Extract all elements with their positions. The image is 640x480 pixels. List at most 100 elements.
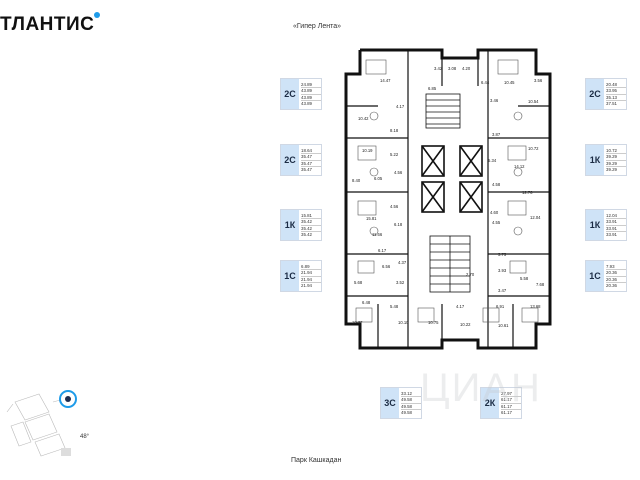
- room-area: 10.75: [428, 320, 439, 325]
- unit-area: 33.91: [606, 219, 626, 226]
- unit-type: 3С: [381, 388, 399, 418]
- unit-type: 1К: [281, 210, 299, 240]
- unit-area: 33.12: [401, 391, 421, 398]
- unit-area: 20.36: [606, 270, 626, 277]
- site-minimap: [6, 393, 76, 457]
- room-area: 3.75: [498, 252, 507, 257]
- room-area: 3.08: [448, 66, 457, 71]
- room-area: 3.87: [492, 132, 501, 137]
- unit-type: 2С: [281, 145, 299, 175]
- room-area: 4.58: [492, 182, 501, 187]
- unit-area: 20.36: [606, 282, 617, 288]
- unit-area: 20.48: [606, 82, 626, 89]
- unit-area: 21.94: [301, 282, 312, 288]
- unit-area: 10.72: [606, 148, 626, 155]
- room-area: 6.05: [374, 176, 383, 181]
- unit-area: 37.51: [606, 100, 617, 106]
- room-area: 10.22: [460, 322, 471, 327]
- room-area: 10.61: [498, 323, 509, 328]
- room-area: 3.93: [498, 268, 507, 273]
- unit-area: 35.13: [606, 95, 626, 101]
- room-area: 3.47: [498, 288, 507, 293]
- room-area: 13.68: [530, 304, 541, 309]
- room-area: 2.70: [466, 272, 475, 277]
- unit-area: 43.89: [301, 88, 321, 95]
- room-area: 6.17: [378, 248, 387, 253]
- unit-area: 21.94: [301, 270, 321, 277]
- unit-type: 1С: [586, 261, 604, 291]
- room-area: 5.34: [488, 158, 497, 163]
- compass-icon[interactable]: [58, 389, 78, 409]
- unit-area: 49.58: [401, 404, 421, 410]
- room-area: 6.44: [481, 80, 490, 85]
- room-area: 10.72: [528, 146, 539, 151]
- room-area: 5.58: [520, 276, 529, 281]
- room-area: 4.17: [456, 304, 465, 309]
- room-area: 4.37: [398, 260, 407, 265]
- unit-area: 35.47: [301, 154, 321, 161]
- room-area: 10.54: [528, 99, 539, 104]
- unit-area: 33.95: [606, 88, 626, 95]
- room-area: 10.37: [352, 320, 363, 325]
- unit-area: 35.47: [301, 166, 312, 172]
- unit-area: 39.29: [606, 154, 626, 161]
- room-area: 12.76: [522, 190, 533, 195]
- top-street-caption: «Гипер Лента»: [293, 23, 341, 30]
- unit-area: 15.81: [301, 213, 321, 220]
- unit-area: 18.64: [301, 148, 321, 155]
- unit-area: 7.93: [606, 264, 626, 271]
- outer-walls: [344, 48, 552, 350]
- unit-area: 24.89: [301, 82, 321, 89]
- unit-area: 49.58: [401, 397, 421, 404]
- unit-area: 20.36: [606, 277, 626, 283]
- room-area: 6.85: [428, 86, 437, 91]
- unit-area: 12.04: [606, 213, 626, 220]
- unit-area: 21.94: [301, 277, 321, 283]
- unit-area: 6.89: [301, 264, 321, 271]
- unit-area: 35.42: [301, 226, 321, 232]
- room-area: 3.52: [396, 280, 405, 285]
- room-area: 5.68: [354, 280, 363, 285]
- room-area: 3.56: [534, 78, 543, 83]
- room-area: 10.19: [362, 148, 373, 153]
- room-area: 11.66: [372, 232, 383, 237]
- bottom-park-caption: Парк Кашкадан: [291, 457, 342, 464]
- room-area: 3.46: [490, 98, 499, 103]
- unit-area: 35.42: [301, 219, 321, 226]
- unit-type: 1С: [281, 261, 299, 291]
- unit-area: 39.29: [606, 166, 617, 172]
- unit-area: 43.89: [301, 100, 312, 106]
- unit-area: 61.17: [501, 397, 521, 404]
- brand-dot: [94, 12, 100, 18]
- unit-area: 33.91: [606, 231, 617, 237]
- room-area: 7.68: [536, 282, 545, 287]
- unit-area: 43.89: [301, 95, 321, 101]
- unit-type: 1К: [586, 145, 604, 175]
- room-area: 10.45: [504, 80, 515, 85]
- room-area: 5.48: [390, 304, 399, 309]
- unit-area: 35.42: [301, 231, 312, 237]
- room-area: 4.60: [490, 210, 499, 215]
- unit-area: 61.17: [501, 404, 521, 410]
- room-area: 10.10: [398, 320, 409, 325]
- unit-type: 2С: [586, 79, 604, 109]
- room-area: 15.81: [366, 216, 377, 221]
- room-area: 5.22: [390, 152, 399, 157]
- room-area: 14.47: [380, 78, 391, 83]
- building-marker: [61, 448, 71, 456]
- staircases: [425, 93, 471, 293]
- room-area: 4.17: [396, 104, 405, 109]
- unit-type: 1К: [586, 210, 604, 240]
- room-area: 4.56: [390, 204, 399, 209]
- unit-type: 2К: [481, 388, 499, 418]
